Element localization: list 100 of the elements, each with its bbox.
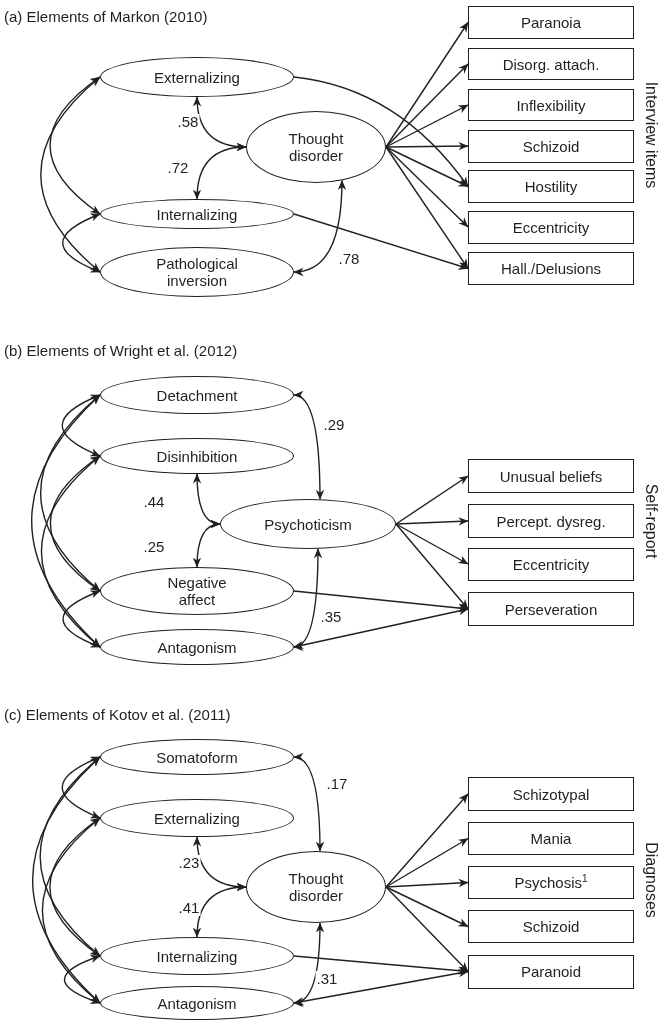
factor-label: Internalizing	[156, 947, 238, 965]
indicator-box	[468, 910, 634, 943]
factor-label: Somatoform	[156, 748, 238, 766]
factor-label: Thought disorder	[287, 870, 345, 904]
factor-label: Internalizing	[156, 205, 238, 223]
arrow	[40, 76, 101, 273]
indicator-label: Schizoid	[522, 918, 580, 935]
indicator-box	[468, 170, 634, 203]
panel-title: (a) Elements of Markon (2010)	[4, 8, 208, 25]
indicator-box	[468, 822, 634, 855]
indicator-label: Eccentricity	[512, 555, 590, 573]
edge-label: .78	[337, 251, 361, 267]
arrow	[63, 955, 101, 1004]
side-label: Diagnoses	[642, 842, 660, 918]
arrow	[293, 213, 469, 270]
indicator-label: Schizoid	[522, 137, 580, 155]
edge-label: .25	[142, 539, 166, 555]
indicator-label: Paranoia	[520, 14, 581, 31]
indicator-box	[468, 504, 634, 538]
factor-label: Antagonism	[157, 994, 237, 1012]
arrow	[385, 793, 469, 888]
indicator-label: Perseveration	[504, 600, 598, 618]
side-label: Self-report	[642, 483, 660, 559]
indicator-box	[468, 547, 634, 581]
edge-label: .23	[177, 855, 201, 871]
arrow	[385, 104, 469, 148]
arrow	[62, 590, 101, 648]
edge-label: .31	[315, 971, 339, 987]
arrow	[293, 548, 323, 650]
arrow	[385, 146, 469, 188]
arrow	[395, 475, 469, 525]
arrow	[193, 883, 247, 938]
indicator-box	[468, 954, 634, 989]
arrow	[385, 63, 469, 148]
indicator-label: Schizotypal	[512, 785, 590, 803]
indicator-label: Inflexibility	[516, 96, 586, 114]
arrow	[293, 606, 469, 650]
factor-label: Externalizing	[154, 68, 240, 86]
arrow	[61, 394, 101, 457]
indicator-label: Mania	[530, 830, 572, 847]
indicator-label: Paranoid	[520, 963, 581, 980]
arrow	[293, 754, 325, 852]
arrow	[40, 455, 101, 648]
arrow	[293, 955, 469, 975]
arrow	[293, 922, 325, 1006]
factor-label: Pathological inversion	[155, 255, 239, 289]
panel-title: (c) Elements of Kotov et al. (2011)	[4, 706, 231, 723]
arrow	[293, 392, 325, 500]
arrow	[62, 213, 101, 273]
edge-label: .17	[325, 776, 349, 792]
arrow	[385, 146, 469, 270]
arrow	[49, 455, 101, 592]
edge-label: .35	[319, 609, 343, 625]
factor-label: Externalizing	[154, 809, 240, 827]
arrow	[395, 517, 469, 526]
arrow	[385, 837, 469, 888]
arrow	[385, 878, 469, 888]
edge-label: .41	[177, 900, 201, 916]
arrow	[193, 520, 221, 568]
side-label: Interview items	[642, 81, 660, 189]
edge-label: .29	[322, 417, 346, 433]
indicator-label: Percept. dysreg.	[496, 512, 606, 530]
indicator-box	[468, 129, 634, 163]
arrow	[385, 886, 469, 928]
arrow	[61, 756, 101, 819]
arrow	[385, 886, 469, 973]
indicator-box	[468, 48, 634, 80]
edge-label: .44	[142, 494, 166, 510]
arrow	[31, 756, 101, 1004]
arrow	[293, 969, 469, 1006]
factor-label: Psychoticism	[264, 515, 352, 533]
indicator-box	[468, 777, 634, 811]
indicator-label: Disorg. attach.	[502, 55, 600, 73]
arrow	[293, 76, 469, 188]
edge-label: .58	[176, 114, 200, 130]
indicator-label: Unusual beliefs	[499, 467, 603, 485]
factor-label: Thought disorder	[287, 130, 345, 164]
panel-title: (b) Elements of Wright et al. (2012)	[4, 342, 238, 359]
indicator-box	[468, 89, 634, 121]
arrow	[395, 523, 469, 610]
arrow	[385, 141, 469, 151]
indicator-box	[468, 252, 634, 285]
indicator-box	[468, 592, 634, 626]
arrow	[49, 817, 101, 957]
arrow	[293, 590, 469, 613]
factor-label: Detachment	[156, 386, 238, 404]
indicator-label: Eccentricity	[512, 218, 590, 236]
arrow	[385, 146, 469, 228]
arrow	[193, 143, 247, 200]
arrow	[49, 76, 101, 215]
factor-label: Negative affect	[166, 574, 228, 608]
indicator-label: Psychosis$^{1}$	[514, 874, 588, 891]
indicator-label: Hostility	[524, 178, 578, 195]
factor-label: Disinhibition	[156, 447, 238, 465]
arrow	[31, 394, 101, 648]
indicator-box	[468, 459, 634, 493]
arrow	[395, 523, 469, 565]
indicator-box	[468, 210, 634, 244]
indicator-box	[468, 866, 634, 899]
arrow	[293, 179, 346, 276]
